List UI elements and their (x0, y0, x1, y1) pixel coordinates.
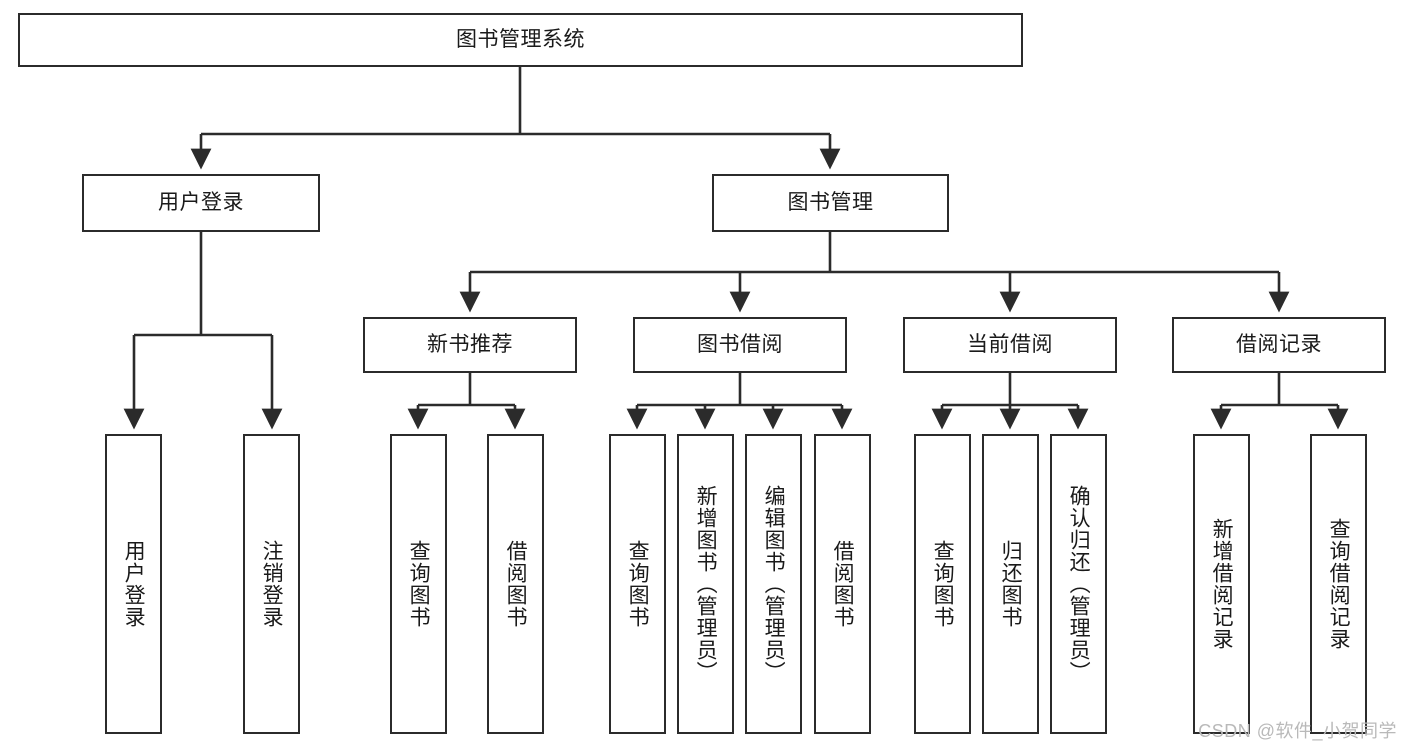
node-leaf-query-book-1-label: 查询图书 (407, 540, 431, 628)
node-leaf-confirm-return-label: 确认归还（管理员） (1067, 485, 1091, 683)
node-leaf-confirm-return[interactable]: 确认归还（管理员） (1050, 434, 1107, 734)
node-leaf-edit-book-label: 编辑图书（管理员） (762, 485, 786, 683)
node-leaf-user-login-label: 用户登录 (122, 540, 146, 628)
node-leaf-add-book-label: 新增图书（管理员） (694, 485, 718, 683)
node-book-borrow-label: 图书借阅 (697, 332, 783, 356)
node-user-login[interactable]: 用户登录 (82, 174, 320, 232)
node-root[interactable]: 图书管理系统 (18, 13, 1023, 67)
node-leaf-query-record-label: 查询借阅记录 (1327, 518, 1351, 650)
node-root-label: 图书管理系统 (456, 27, 585, 51)
node-leaf-return-book[interactable]: 归还图书 (982, 434, 1039, 734)
node-leaf-query-book-3-label: 查询图书 (931, 540, 955, 628)
node-leaf-user-logout[interactable]: 注销登录 (243, 434, 300, 734)
node-leaf-borrow-book-1[interactable]: 借阅图书 (487, 434, 544, 734)
node-book-manage[interactable]: 图书管理 (712, 174, 949, 232)
node-leaf-add-record-label: 新增借阅记录 (1210, 518, 1234, 650)
node-leaf-add-record[interactable]: 新增借阅记录 (1193, 434, 1250, 734)
node-book-borrow[interactable]: 图书借阅 (633, 317, 847, 373)
node-leaf-query-book-2-label: 查询图书 (626, 540, 650, 628)
node-leaf-query-record[interactable]: 查询借阅记录 (1310, 434, 1367, 734)
node-book-manage-label: 图书管理 (787, 190, 874, 214)
node-leaf-edit-book[interactable]: 编辑图书（管理员） (745, 434, 802, 734)
node-leaf-borrow-book-2-label: 借阅图书 (831, 540, 855, 628)
node-current-borrow-label: 当前借阅 (967, 332, 1053, 356)
node-leaf-add-book[interactable]: 新增图书（管理员） (677, 434, 734, 734)
node-leaf-query-book-1[interactable]: 查询图书 (390, 434, 447, 734)
node-new-book-recommend-label: 新书推荐 (427, 332, 513, 356)
node-leaf-return-book-label: 归还图书 (999, 540, 1023, 628)
node-leaf-user-logout-label: 注销登录 (260, 540, 284, 628)
node-new-book-recommend[interactable]: 新书推荐 (363, 317, 577, 373)
watermark: CSDN @软件_小贺同学 (1198, 721, 1397, 741)
node-borrow-record-label: 借阅记录 (1236, 332, 1322, 356)
node-user-login-label: 用户登录 (158, 190, 244, 214)
node-leaf-borrow-book-2[interactable]: 借阅图书 (814, 434, 871, 734)
node-current-borrow[interactable]: 当前借阅 (903, 317, 1117, 373)
node-borrow-record[interactable]: 借阅记录 (1172, 317, 1386, 373)
node-leaf-borrow-book-1-label: 借阅图书 (504, 540, 528, 628)
node-leaf-query-book-3[interactable]: 查询图书 (914, 434, 971, 734)
node-leaf-user-login[interactable]: 用户登录 (105, 434, 162, 734)
node-leaf-query-book-2[interactable]: 查询图书 (609, 434, 666, 734)
